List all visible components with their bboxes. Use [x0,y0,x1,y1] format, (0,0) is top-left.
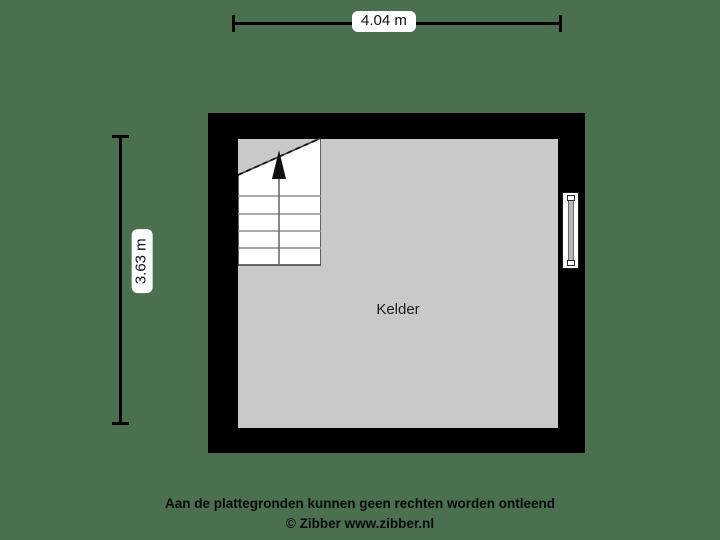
window-right-wall [562,192,579,269]
window-sash-top [567,195,575,201]
room-label-kelder: Kelder [376,301,420,318]
footer-disclaimer: Aan de plattegronden kunnen geen rechten… [164,496,556,511]
window-sash-bottom [567,260,575,266]
horizontal-dimension-cap-right [559,15,562,32]
vertical-dimension-label: 3.63 m [131,229,153,294]
window-pane [568,197,574,265]
vertical-dimension-cap-bottom [112,422,129,425]
horizontal-dimension-label: 4.04 m [352,11,416,32]
vertical-dimension-line [119,135,122,425]
vertical-dimension-cap-top [112,135,129,138]
footer-copyright: © Zibber www.zibber.nl [285,515,435,531]
footer: Aan de plattegronden kunnen geen rechten… [0,494,720,533]
horizontal-dimension-cap-left [232,15,235,32]
building-walls: Kelder [208,113,585,453]
staircase [238,137,321,266]
